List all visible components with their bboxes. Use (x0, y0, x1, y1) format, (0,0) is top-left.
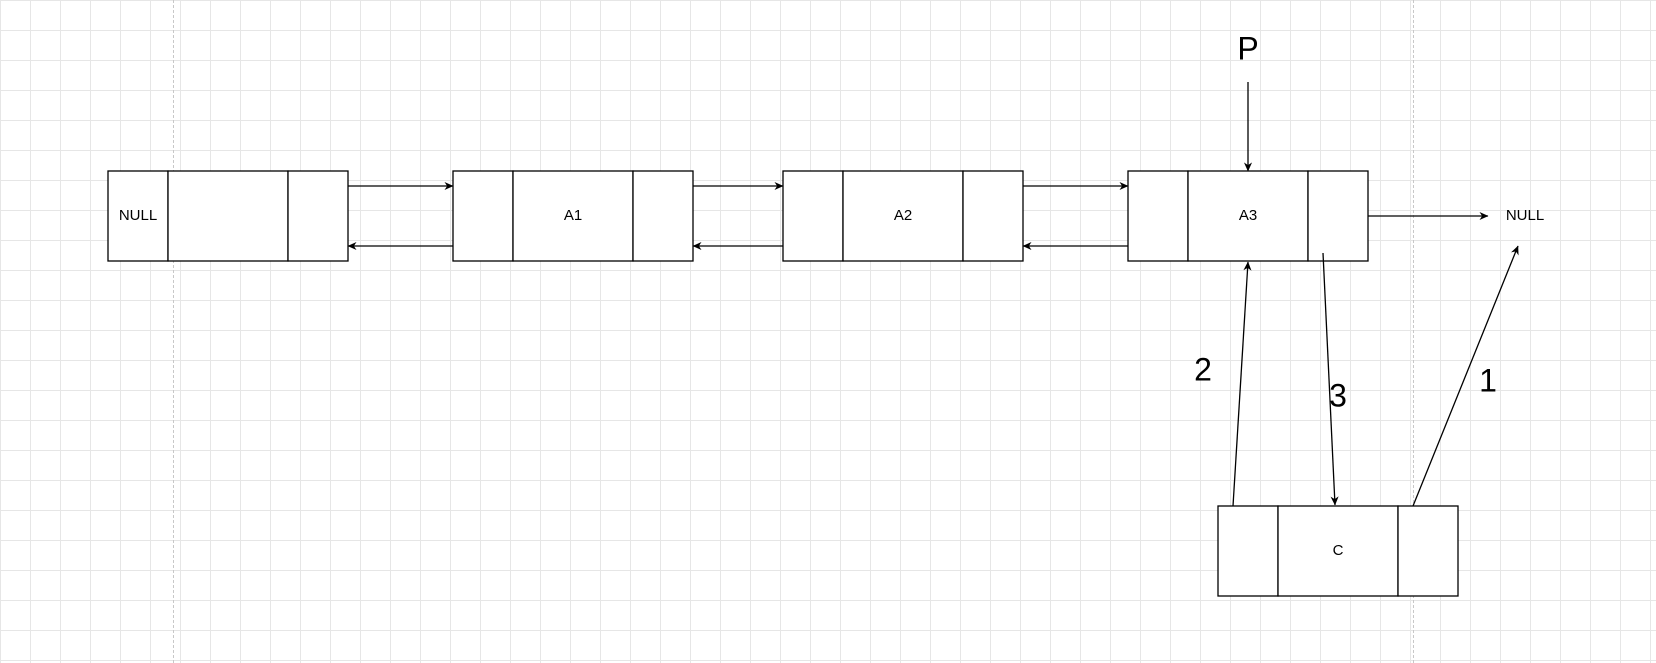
head-node[interactable]: NULL (107, 170, 349, 262)
node-prev-cell[interactable] (782, 170, 844, 262)
step-3-label: 3 (1329, 377, 1347, 413)
node-data-cell[interactable] (842, 170, 964, 262)
node-prev-cell[interactable] (452, 170, 514, 262)
node-next-cell[interactable] (287, 170, 349, 262)
node-prev-cell[interactable] (107, 170, 169, 262)
node-data-text: A1 (564, 207, 582, 224)
node-null-text: NULL (119, 207, 157, 224)
step-3-arrow[interactable] (1322, 252, 1339, 506)
node-a2[interactable]: A2 (782, 170, 1024, 262)
node-a1[interactable]: A1 (452, 170, 694, 262)
node-prev-cell[interactable] (1127, 170, 1189, 262)
node-a3[interactable]: A3 (1127, 170, 1369, 262)
node-next-cell[interactable] (1307, 170, 1369, 262)
page-break-line (1413, 0, 1414, 663)
tail-null-label: NULL (1506, 207, 1544, 224)
pointer-label: P (1237, 30, 1258, 66)
node-next-cell[interactable] (962, 170, 1024, 262)
node-data-cell[interactable] (1277, 505, 1399, 597)
node-data-text: A2 (894, 207, 912, 224)
node-c[interactable]: C (1217, 505, 1459, 597)
node-next-cell[interactable] (632, 170, 694, 262)
node-prev-cell[interactable] (1217, 505, 1279, 597)
node-data-text: A3 (1239, 207, 1257, 224)
node-data-text: C (1333, 542, 1344, 559)
step-1-label: 1 (1479, 362, 1497, 398)
step-1-arrow[interactable] (1412, 245, 1519, 507)
node-data-cell[interactable] (512, 170, 634, 262)
step-2-label: 2 (1194, 351, 1212, 387)
page-break-line (173, 0, 174, 663)
step-2-arrow[interactable] (1232, 261, 1252, 507)
node-data-cell[interactable] (167, 170, 289, 262)
node-next-cell[interactable] (1397, 505, 1459, 597)
